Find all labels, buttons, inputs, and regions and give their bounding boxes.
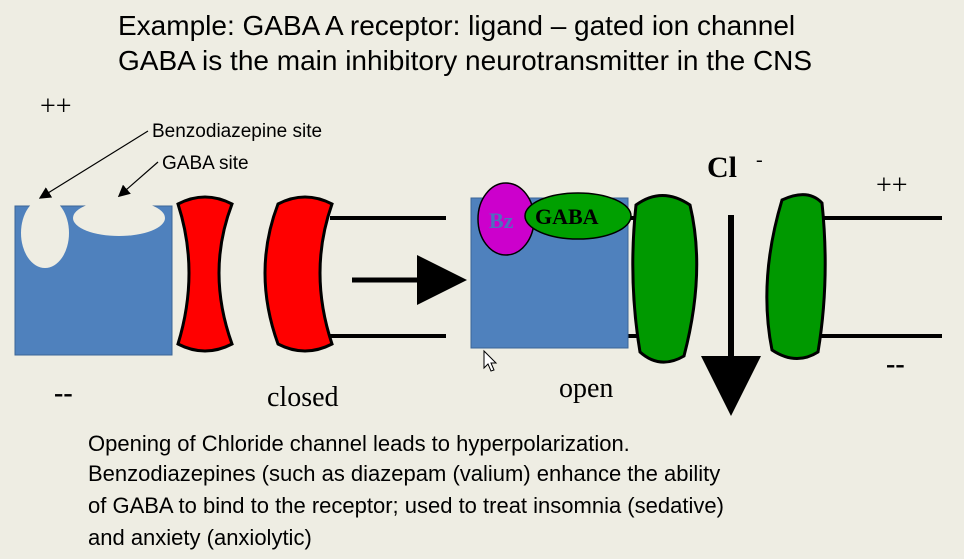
benzodiazepine-binding-site xyxy=(21,198,69,268)
cursor-icon xyxy=(483,349,498,372)
gaba-ligand-label: GABA xyxy=(535,204,599,229)
charge-minus-left: -- xyxy=(54,378,73,409)
title-line-1: Example: GABA A receptor: ligand – gated… xyxy=(118,10,796,41)
open-receptor xyxy=(470,182,942,416)
chloride-label: Cl xyxy=(707,151,737,184)
caption-line-3: of GABA to bind to the receptor; used to… xyxy=(88,493,724,518)
caption-line-4: and anxiety (anxiolytic) xyxy=(88,525,312,550)
gaba-pointer-arrow xyxy=(117,161,159,198)
benzodiazepine-site-label: Benzodiazepine site xyxy=(152,121,322,142)
closed-channel-subunit-right xyxy=(263,195,334,353)
caption-line-2: Benzodiazepines (such as diazepam (valiu… xyxy=(88,461,721,486)
chloride-charge: - xyxy=(756,149,763,171)
closed-label: closed xyxy=(267,382,339,413)
closed-channel-subunit-left xyxy=(176,195,234,353)
gaba-binding-site xyxy=(73,200,165,236)
caption-line-1: Opening of Chloride channel leads to hyp… xyxy=(88,431,630,456)
benzodiazepine-pointer-arrow xyxy=(38,130,149,199)
title-line-2: GABA is the main inhibitory neurotransmi… xyxy=(118,45,813,76)
charge-minus-right: -- xyxy=(886,349,905,380)
gaba-ligand xyxy=(524,192,632,240)
open-label: open xyxy=(559,373,613,404)
bz-label: Bz xyxy=(489,208,514,233)
gaba-site-label: GABA site xyxy=(162,153,249,174)
open-channel-subunit-right xyxy=(765,193,827,360)
charge-plus-left: ++ xyxy=(40,91,72,122)
charge-plus-right: ++ xyxy=(876,170,908,201)
closed-receptor xyxy=(14,130,446,356)
open-channel-subunit-left xyxy=(631,194,699,364)
